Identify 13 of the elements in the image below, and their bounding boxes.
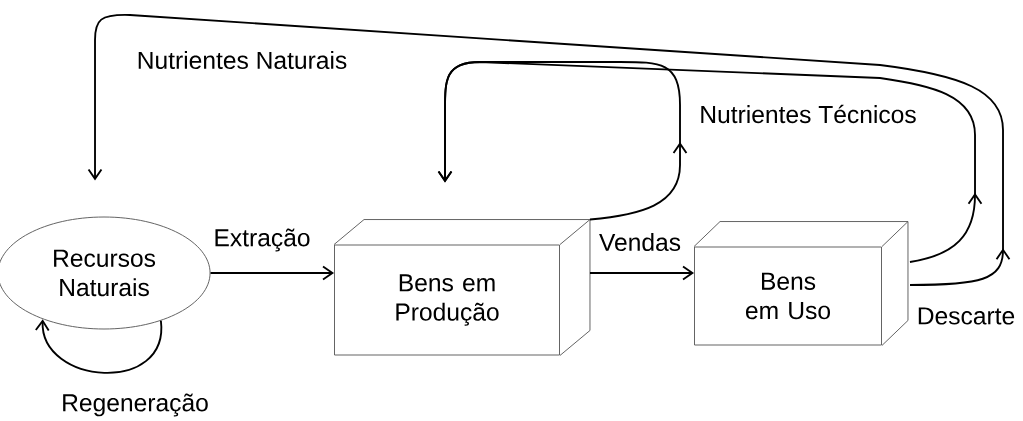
edge-label: Nutrientes Naturais <box>135 49 349 71</box>
arrow <box>209 265 335 281</box>
arrow <box>34 319 162 374</box>
box-3d: Bens em Uso <box>693 221 909 346</box>
box-3d: Bens em Produção <box>333 219 591 356</box>
arrow <box>437 61 983 263</box>
arrow <box>589 265 695 281</box>
arrow <box>87 13 1011 286</box>
edge-label: Regeneração <box>59 392 211 418</box>
edge-label: Nutrientes Técnicos <box>698 103 918 125</box>
edge-label: Vendas <box>597 231 683 253</box>
edge-label: Extração <box>212 227 312 253</box>
text-label: Descarte <box>918 307 1015 325</box>
